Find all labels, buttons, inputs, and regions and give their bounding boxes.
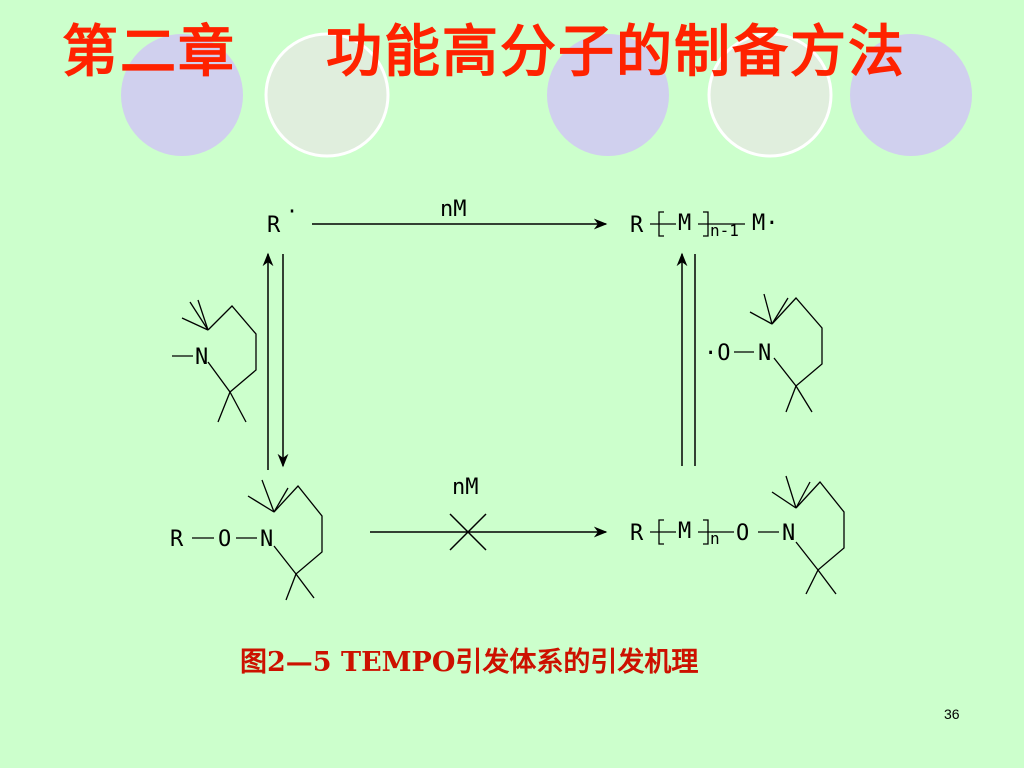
deco-circle-outline: [707, 32, 833, 158]
figure-caption: 图2—5 TEMPO引发体系的引发机理: [240, 647, 699, 678]
bottom-right-tempo-structure: [758, 475, 845, 595]
title-topic: 功能高分子的制备方法: [326, 20, 906, 85]
bottom-right-O: O: [736, 521, 749, 546]
deco-circle-outline: [264, 32, 390, 158]
bottom-right-product: R M n O N: [630, 519, 795, 548]
top-arrow-label: nM: [440, 197, 467, 222]
top-right-M: M: [678, 211, 691, 236]
bottom-right-subscript: n: [710, 529, 720, 548]
deco-circle-filled: [850, 34, 972, 156]
bottom-right-N: N: [782, 521, 795, 546]
slide-title: 第二章 功能高分子的制备方法: [62, 22, 962, 84]
page-number: 36: [944, 706, 960, 722]
right-tempo-O: ·O: [704, 341, 731, 366]
right-tempo-N: N: [758, 341, 771, 366]
blocked-cross: [449, 513, 487, 551]
deco-circle-filled: [547, 34, 669, 156]
left-tempo-structure: [172, 299, 257, 423]
bottom-left-O: O: [218, 527, 231, 552]
top-right-product: R M n-1 M·: [630, 211, 779, 240]
decorative-circles: [121, 32, 972, 158]
bottom-left-R: R: [170, 527, 184, 552]
right-tempo-structure: [734, 293, 823, 413]
bottom-arrow-label: nM: [452, 475, 479, 500]
title-chapter: 第二章: [62, 20, 236, 85]
top-right-subscript: n-1: [710, 221, 739, 240]
top-left-R: R: [267, 213, 281, 238]
bottom-left-tempo-structure: [192, 479, 323, 601]
top-right-R: R: [630, 213, 644, 238]
top-right-radical: M·: [752, 211, 779, 236]
deco-circle-filled: [121, 34, 243, 156]
radical-dot: ·: [286, 199, 298, 223]
tempo-mechanism-scheme: R · nM R M n-1 M· N ·O N R: [170, 197, 845, 601]
left-tempo-N: N: [195, 345, 208, 370]
bottom-right-M: M: [678, 519, 691, 544]
bottom-right-R: R: [630, 521, 644, 546]
bottom-left-N: N: [260, 527, 273, 552]
